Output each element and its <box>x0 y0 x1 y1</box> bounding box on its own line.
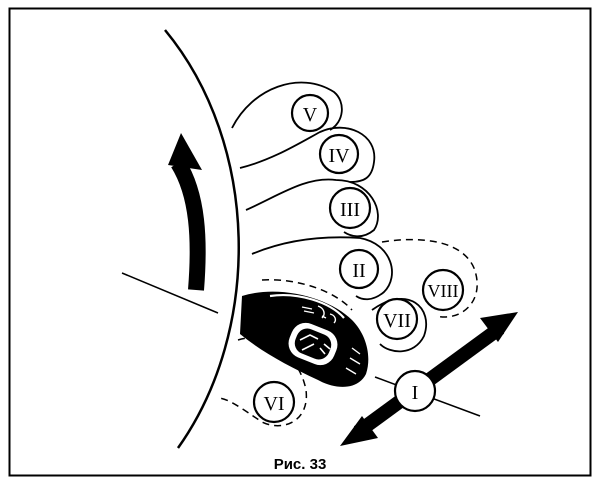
position-marker-ii: II <box>338 248 380 290</box>
position-marker-i: I <box>393 369 437 413</box>
wiper-icon <box>299 334 319 351</box>
steering-wheel-rim <box>164 29 240 449</box>
lever-end-cap <box>345 347 361 375</box>
path-position-v <box>231 81 343 131</box>
path-position-iii <box>245 178 379 238</box>
path-position-ii <box>251 236 393 301</box>
washer-icon <box>319 343 331 355</box>
position-label-i: I <box>412 382 419 404</box>
position-label-iii: III <box>340 199 360 221</box>
figure-frame <box>8 7 592 477</box>
position-marker-iii: III <box>328 186 372 230</box>
position-label-viii: VIII <box>428 281 459 301</box>
position-label-ii: II <box>352 260 365 282</box>
position-label-vi: VI <box>263 393 284 415</box>
lever-axis-line <box>121 272 219 314</box>
switch-lever <box>240 291 369 387</box>
figure-caption: Рис. 33 <box>274 456 327 473</box>
position-marker-iv: IV <box>318 133 360 175</box>
position-label-iv: IV <box>328 145 350 167</box>
position-marker-vi: VI <box>252 380 296 424</box>
position-marker-v: V <box>290 93 330 133</box>
light-switch-icon <box>321 313 337 324</box>
path-position-iv <box>239 126 376 183</box>
rotation-arrow <box>168 133 206 291</box>
position-marker-vii: VII <box>375 297 419 341</box>
position-label-v: V <box>303 104 318 126</box>
path-lever-outline-dashed <box>261 279 353 311</box>
position-marker-viii: VIII <box>421 268 465 312</box>
position-label-vii: VII <box>383 310 411 332</box>
path-position-viii <box>381 238 478 318</box>
